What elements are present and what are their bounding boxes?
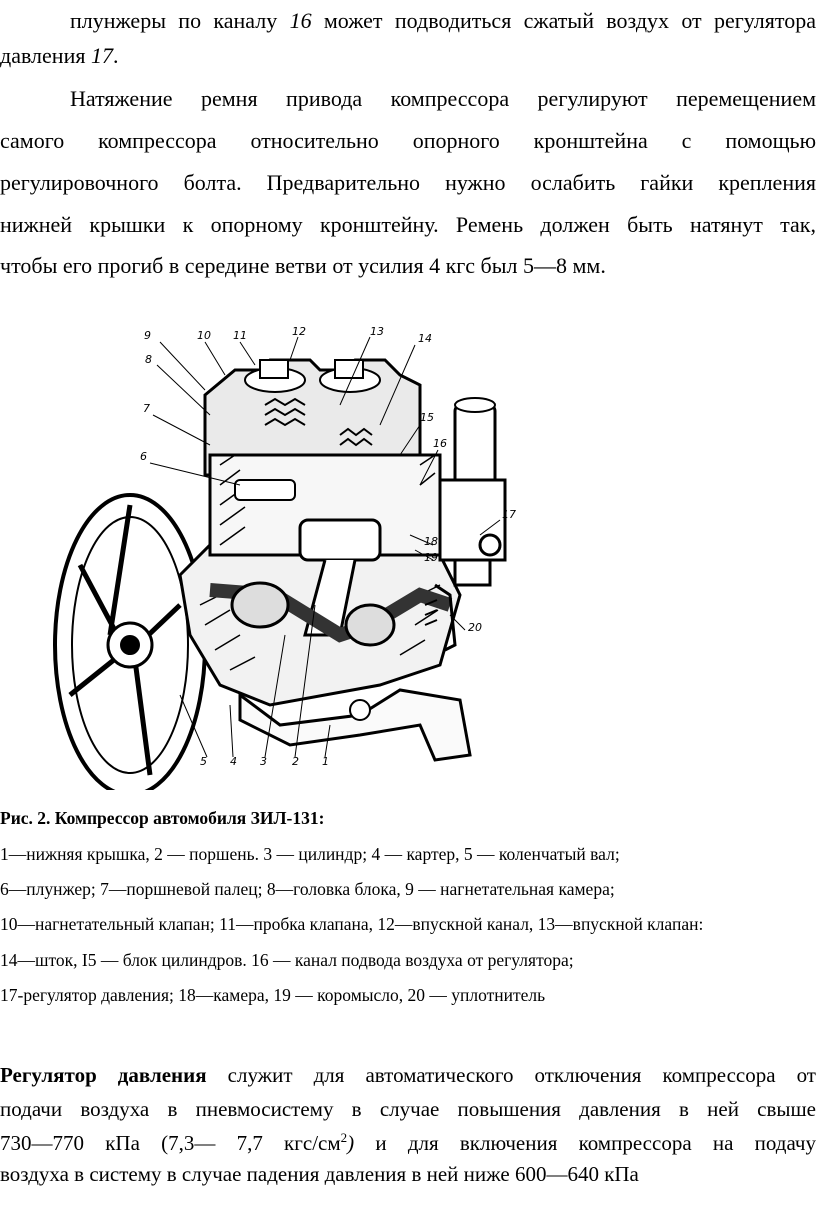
superscript: 2 — [340, 1130, 348, 1145]
callout-19: 19 — [424, 551, 438, 564]
text-segment: плунжеры по каналу — [70, 8, 290, 33]
callout-8: 8 — [145, 353, 152, 366]
callout-2: 2 — [292, 755, 299, 768]
caption-line: 6—плунжер; 7—поршневой палец; 8—головка … — [0, 879, 615, 899]
callout-1: 1 — [322, 755, 329, 768]
crankcase-hatch — [199, 584, 441, 671]
callout-12: 12 — [292, 325, 306, 338]
callout-17: 17 — [502, 508, 516, 521]
reference-number: 16 — [289, 8, 312, 33]
text-line: нижней крышки к опорному кронштейну. Рем… — [0, 212, 816, 237]
caption-line: 17-регулятор давления; 18—камера, 19 — к… — [0, 985, 546, 1005]
text-line: Натяжение ремня привода компрессора регу… — [70, 86, 816, 111]
text-segment: давления — [0, 43, 91, 68]
figure-callouts: 9 10 11 12 13 14 15 16 8 7 6 17 18 19 20… — [140, 325, 516, 768]
text-line: самого компрессора относительно опорного… — [0, 128, 816, 153]
callout-18: 18 — [424, 535, 438, 548]
text-line: давления 17. — [0, 43, 816, 69]
caption-line: 10—нагнетательный клапан; 11—пробка клап… — [0, 914, 704, 934]
text-line: плунжеры по каналу 16 может подводиться … — [70, 8, 816, 34]
callout-11: 11 — [233, 329, 247, 342]
text-line: подачи воздуха в пневмосистему в случае … — [0, 1097, 816, 1121]
text-line: Регулятор давления служит для автоматиче… — [0, 1063, 816, 1088]
text-line: регулировочного болта. Предварительно ну… — [0, 170, 816, 195]
support-bracket — [238, 688, 472, 762]
callout-4: 4 — [230, 755, 237, 768]
text-segment: 730—770 кПа (7,3— 7,7 кгс/см — [0, 1131, 341, 1155]
text-line: 730—770 кПа (7,3— 7,7 кгс/см2) и для вкл… — [0, 1130, 816, 1156]
plunger — [234, 479, 296, 501]
callout-14: 14 — [418, 332, 432, 345]
valve-spring — [264, 397, 306, 427]
figure-caption-title: Рис. 2. Компрессор автомобиля ЗИЛ-131: — [0, 808, 325, 828]
caption-line: 1—нижняя крышка, 2 — поршень. 3 — цилинд… — [0, 844, 620, 864]
callout-20: 20 — [468, 621, 482, 634]
compressor-drawing: 9 10 11 12 13 14 15 16 8 7 6 17 18 19 20… — [53, 325, 516, 790]
reference-number: 17 — [90, 43, 113, 68]
callout-6: 6 — [140, 450, 147, 463]
callout-10: 10 — [197, 329, 211, 342]
callout-15: 15 — [420, 411, 434, 424]
callout-9: 9 — [144, 329, 151, 342]
callout-13: 13 — [370, 325, 384, 338]
text-line: воздуха в систему в случае падения давле… — [0, 1162, 639, 1186]
text-line: чтобы его прогиб в середине ветви от уси… — [0, 253, 606, 278]
bold-term: Регулятор давления — [0, 1063, 207, 1087]
text-segment: . — [112, 43, 119, 68]
compressor-figure: 9 10 11 12 13 14 15 16 8 7 6 17 18 19 20… — [40, 305, 600, 790]
callout-3: 3 — [260, 755, 267, 768]
piston — [298, 518, 382, 562]
text-segment: служит для автоматического отключения ко… — [206, 1063, 816, 1087]
text-segment: и для включения компрессора на подачу — [354, 1131, 816, 1155]
text-segment: может подводиться сжатый воздух от регул… — [311, 8, 816, 33]
callout-5: 5 — [200, 755, 207, 768]
valve-plug — [259, 359, 289, 379]
text-segment: ) — [347, 1131, 355, 1155]
caption-line: 14—шток, I5 — блок цилиндров. 16 — канал… — [0, 950, 574, 970]
callout-7: 7 — [143, 402, 150, 415]
callout-16: 16 — [433, 437, 447, 450]
seal — [434, 583, 457, 652]
